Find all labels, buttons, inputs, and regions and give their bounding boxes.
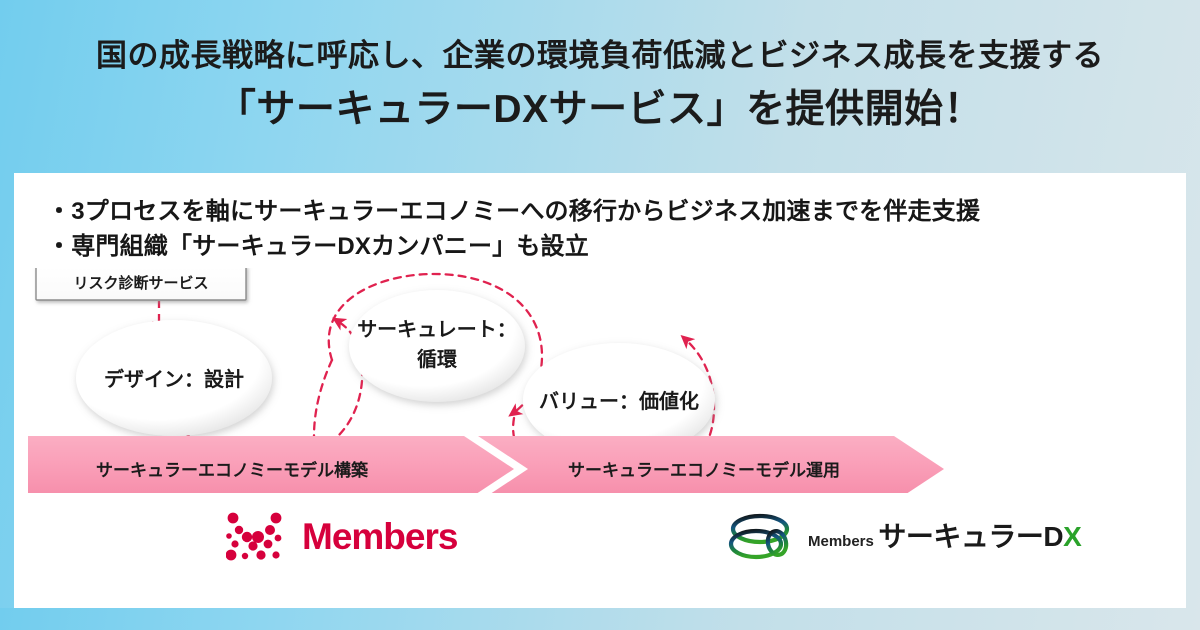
circle-value: [523, 343, 715, 457]
circular-dx-big-label: サーキュラーDX: [878, 521, 1081, 552]
circle-design-label: デザイン：設計: [104, 367, 244, 391]
risk-box-label: リスク診断サービス: [73, 274, 208, 292]
dashed-tail-circulate: [312, 358, 334, 438]
circular-dx-d: D: [1043, 520, 1064, 552]
circular-dx-text: Members サーキュラーDX: [808, 521, 1082, 553]
circle-value-label: バリュー：価値化: [539, 389, 699, 413]
header-line-2: 「サーキュラーDXサービス」を提供開始！: [216, 88, 984, 132]
members-logo: Members: [225, 511, 458, 561]
logo-row: Members: [14, 503, 1186, 603]
circular-rings-icon: [726, 509, 794, 565]
circle-design: [76, 320, 272, 436]
bottom-gradient-strip: [0, 608, 1200, 630]
members-wordmark: Members: [302, 515, 458, 557]
process-diagram: リスク診断サービス デザイン：設計 サーキュレート： 循環 バリュー：価値化 サ…: [14, 268, 1186, 493]
circular-dx-x: X: [1063, 520, 1082, 552]
banner-left-shape: [28, 436, 514, 493]
list-item: ・専門組織「サーキュラーDXカンパニー」も設立: [47, 232, 589, 260]
dashed-loop-circulate: [327, 272, 544, 417]
process-banner: サーキュラーエコノミーモデル構築 サーキュラーエコノミーモデル運用: [28, 436, 944, 493]
bullet-list: ・3プロセスを軸にサーキュラーエコノミーへの移行からビジネス加速までを伴走支援 …: [47, 195, 980, 265]
list-item: ・3プロセスを軸にサーキュラーエコノミーへの移行からビジネス加速までを伴走支援: [47, 198, 981, 225]
risk-box-rect: [35, 268, 247, 301]
members-dots-icon: [225, 511, 284, 561]
circular-dx-logo: Members サーキュラーDX: [726, 509, 1082, 565]
circle-circulate-label-2: 循環: [417, 347, 458, 371]
diagram-canvas: リスク診断サービス デザイン：設計 サーキュレート： 循環 バリュー：価値化 サ…: [28, 268, 944, 493]
banner-right-shape: [478, 436, 944, 493]
content-panel: ・3プロセスを軸にサーキュラーエコノミーへの移行からビジネス加速までを伴走支援 …: [14, 173, 1186, 608]
header-line-1: 国の成長戦略に呼応し、企業の環境負荷低減とビジネス成長を支援する: [96, 38, 1104, 74]
circle-circulate-label-1: サーキュレート：: [357, 319, 517, 341]
circular-dx-prefix: サーキュラー: [878, 520, 1044, 552]
banner-label-left: サーキュラーエコノミーモデル構築: [96, 460, 369, 480]
header-banner: 国の成長戦略に呼応し、企業の環境負荷低減とビジネス成長を支援する 「サーキュラー…: [0, 0, 1200, 173]
circle-circulate: [349, 290, 525, 402]
banner-label-right: サーキュラーエコノミーモデル運用: [568, 460, 840, 480]
circular-dx-small-label: Members: [808, 532, 874, 550]
risk-diagnosis-box: [35, 268, 247, 301]
